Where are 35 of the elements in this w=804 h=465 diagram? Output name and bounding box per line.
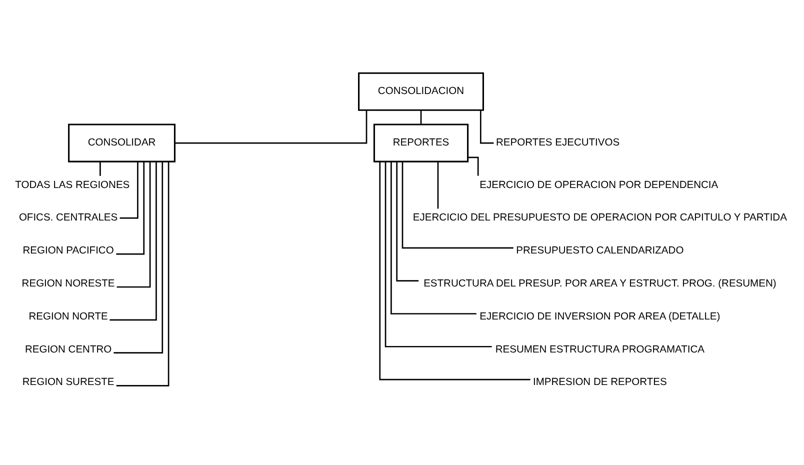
connector [109,162,156,321]
connector [420,110,422,124]
node-text: IMPRESION DE REPORTES [532,377,666,388]
node-text: REGION SURESTE [22,377,114,388]
connector [116,162,169,386]
node-text: REPORTES EJECUTIVOS [495,138,620,149]
connector [116,162,144,255]
node-text: OFICS. CENTRALES [18,212,118,224]
connector [467,156,478,176]
node-text: ESTRUCTURA DEL PRESUP. POR AREA Y ESTRUCT. PROG. (RESUMEN) [423,278,776,290]
node-text: REGION PACIFICO [22,246,114,257]
connector [479,110,494,144]
node-box: REPORTES [372,124,468,162]
connector [99,162,100,176]
node-text: RESUMEN ESTRUCTURA PROGRAMATICA [494,344,704,356]
node-box: CONSOLIDAR [68,124,175,162]
connector [378,162,530,380]
connector [174,110,367,144]
connector [119,162,138,219]
node-text: REGION NORTE [28,311,108,322]
connector [436,162,438,209]
node-text: PRESUPUESTO CALENDARIZADO [516,246,684,257]
connector [384,162,492,348]
connector [401,162,513,249]
node-box: CONSOLIDACION [358,72,484,111]
node-text: REGION NORESTE [21,278,114,290]
node-text: TODAS LAS REGIONES [14,180,130,191]
connector [116,162,150,288]
node-text: REGION CENTRO [24,344,112,356]
node-text: EJERCICIO DEL PRESUPUESTO DE OPERACION POR CAPITULO Y PARTIDA [412,212,786,224]
connector [113,162,163,354]
node-text: EJERCICIO DE INVERSION POR AREA (DETALLE) [479,311,720,322]
node-text: EJERCICIO DE OPERACION POR DEPENDENCIA [479,180,718,191]
connector [390,162,476,314]
connector [396,162,418,282]
